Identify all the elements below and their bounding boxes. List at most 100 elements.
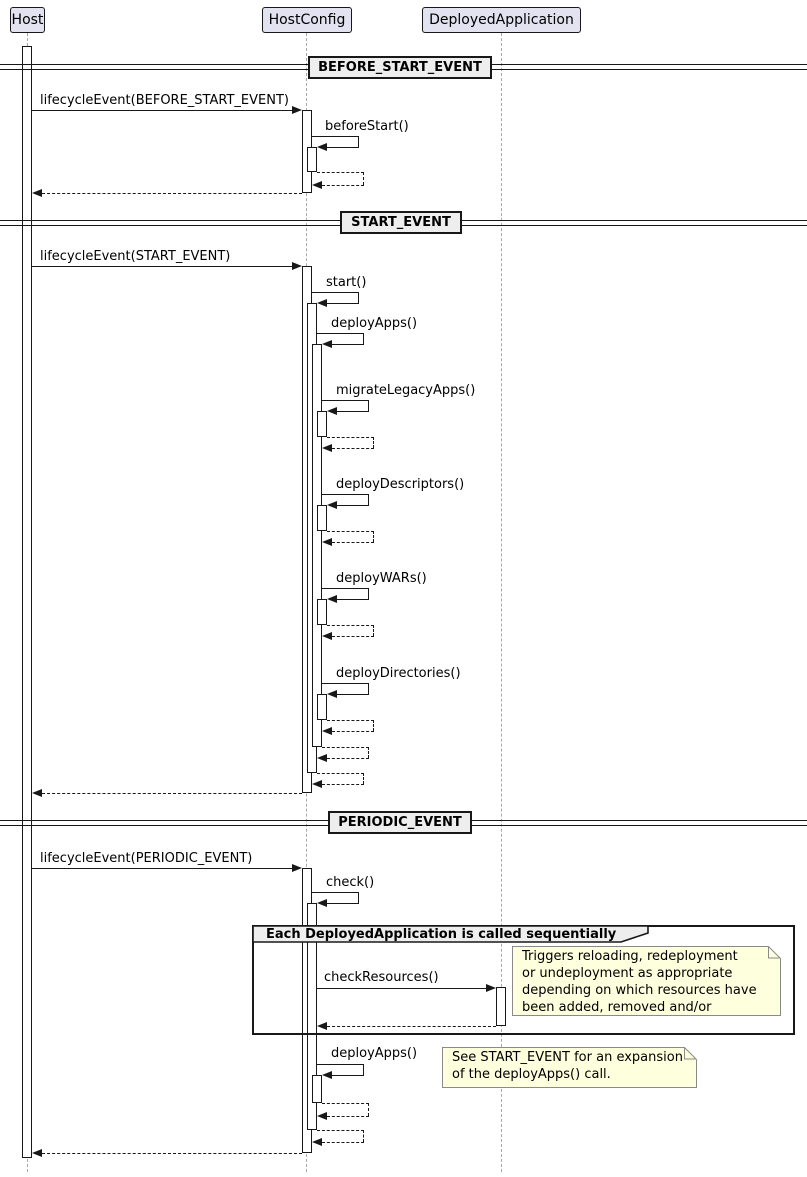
activation-host xyxy=(22,46,32,1158)
divider-before-start-event: BEFORE_START_EVENT xyxy=(308,56,492,79)
message-deploydirectories: deployDirectories() xyxy=(336,666,461,681)
return-deployapps xyxy=(368,747,369,758)
participant-host: Host xyxy=(10,7,45,33)
selfcall-deploydescriptors xyxy=(368,494,369,505)
return-migratelegacyapps xyxy=(373,437,374,448)
activation-hostconfig-deploydirectories-l4 xyxy=(317,694,327,720)
activation-deployedapplication-checkresources xyxy=(496,987,506,1026)
activation-hostconfig-check-l2 xyxy=(307,903,317,1130)
arrowhead-right xyxy=(486,984,496,992)
return-deploywars xyxy=(332,636,374,637)
selfcall-deployapps xyxy=(317,333,364,334)
return-check xyxy=(363,1130,364,1142)
arrowhead-right xyxy=(292,106,302,114)
arrowhead-left xyxy=(327,501,337,509)
message-lifecycle-start: lifecycleEvent(START_EVENT) xyxy=(40,249,231,264)
arrowhead-left xyxy=(322,632,332,640)
message-deployapps: deployApps() xyxy=(331,316,418,331)
arrowhead-left xyxy=(32,1149,42,1157)
note-fold-icon xyxy=(768,946,781,959)
selfcall-deploydescriptors xyxy=(337,505,369,506)
return-deployapps xyxy=(327,758,369,759)
return-start xyxy=(363,773,364,784)
return-beforestart xyxy=(363,172,364,185)
selfcall-deployapps xyxy=(363,333,364,344)
return-migratelegacyapps xyxy=(332,448,374,449)
arrowhead-left xyxy=(322,538,332,546)
activation-hostconfig-deploydescriptors-l4 xyxy=(317,505,327,531)
message-checkresources: checkResources() xyxy=(324,970,439,985)
return-deployapps-periodic xyxy=(368,1103,369,1116)
message-check: check() xyxy=(326,875,375,890)
return-start xyxy=(317,773,364,774)
return-deploydescriptors xyxy=(327,531,374,532)
return-lifecycle-periodic xyxy=(42,1153,302,1154)
divider-periodic-event: PERIODIC_EVENT xyxy=(328,811,472,834)
return-lifecycle-start xyxy=(42,793,302,794)
participant-deployedapplication: DeployedApplication xyxy=(422,7,581,33)
participant-hostconfig: HostConfig xyxy=(262,7,352,33)
message-deploydescriptors: deployDescriptors() xyxy=(336,477,465,492)
return-beforestart xyxy=(322,185,364,186)
selfcall-deployapps-periodic xyxy=(332,1075,364,1076)
selfcall-check xyxy=(327,903,359,904)
message-beforestart: beforeStart() xyxy=(325,119,409,134)
message-lifecycle-before-start: lifecycleEvent(BEFORE_START_EVENT) xyxy=(40,93,289,108)
divider-start-event-label: START_EVENT xyxy=(351,215,451,230)
arrowhead-left xyxy=(312,181,322,189)
participant-hostconfig-label: HostConfig xyxy=(268,12,346,28)
selfcall-start xyxy=(327,303,359,304)
group-header-shape xyxy=(252,925,649,943)
return-deployapps xyxy=(322,747,369,748)
divider-start-event: START_EVENT xyxy=(340,211,462,234)
selfcall-beforestart xyxy=(327,147,359,148)
selfcall-start xyxy=(312,292,359,293)
selfcall-deploydirectories xyxy=(322,683,369,684)
note-fold-icon xyxy=(684,1047,697,1060)
message-lifecycle-periodic: lifecycleEvent(PERIODIC_EVENT) xyxy=(40,851,253,866)
return-deploywars xyxy=(327,625,374,626)
return-check xyxy=(322,1142,364,1143)
return-start xyxy=(322,784,364,785)
selfcall-beforestart xyxy=(312,136,359,137)
arrowhead-left xyxy=(322,340,332,348)
arrow-lifecycle-periodic xyxy=(32,868,293,869)
arrowhead-right xyxy=(292,864,302,872)
selfcall-deploywars xyxy=(368,588,369,599)
message-deploywars: deployWARs() xyxy=(336,571,427,586)
return-deploydescriptors xyxy=(373,531,374,542)
return-beforestart xyxy=(317,172,364,173)
selfcall-deployapps-periodic xyxy=(317,1064,364,1065)
selfcall-deployapps-periodic xyxy=(363,1064,364,1075)
note-checkresources: Triggers reloading, redeployment or unde… xyxy=(512,946,781,1016)
activation-hostconfig-deployapps-l3 xyxy=(312,344,322,747)
selfcall-migratelegacyapps xyxy=(337,411,369,412)
selfcall-deploywars xyxy=(337,599,369,600)
selfcall-check xyxy=(358,892,359,903)
return-checkresources xyxy=(327,1026,496,1027)
selfcall-deploydescriptors xyxy=(322,494,369,495)
arrowhead-left xyxy=(32,789,42,797)
return-migratelegacyapps xyxy=(327,437,374,438)
arrow-lifecycle-before-start xyxy=(32,110,293,111)
activation-hostconfig-beforestart-l2 xyxy=(307,147,317,172)
participant-host-label: Host xyxy=(11,12,44,28)
arrowhead-left xyxy=(32,189,42,197)
arrowhead-left xyxy=(322,1071,332,1079)
arrowhead-left xyxy=(317,299,327,307)
return-deploydescriptors xyxy=(332,542,374,543)
return-deploydirectories xyxy=(373,720,374,731)
note-deployapps-text: See START_EVENT for an expansion of the … xyxy=(452,1050,683,1082)
participant-deployedapplication-label: DeployedApplication xyxy=(429,12,574,28)
activation-hostconfig-deployapps-periodic-l3 xyxy=(312,1075,322,1103)
arrowhead-left xyxy=(322,727,332,735)
activation-hostconfig-migratelegacyapps-l4 xyxy=(317,411,327,437)
message-start: start() xyxy=(326,275,367,290)
selfcall-migratelegacyapps xyxy=(368,400,369,411)
arrowhead-right xyxy=(292,262,302,270)
return-deploydirectories xyxy=(332,731,374,732)
selfcall-check xyxy=(312,892,359,893)
arrowhead-left xyxy=(327,690,337,698)
message-migratelegacyapps: migrateLegacyApps() xyxy=(336,383,476,398)
